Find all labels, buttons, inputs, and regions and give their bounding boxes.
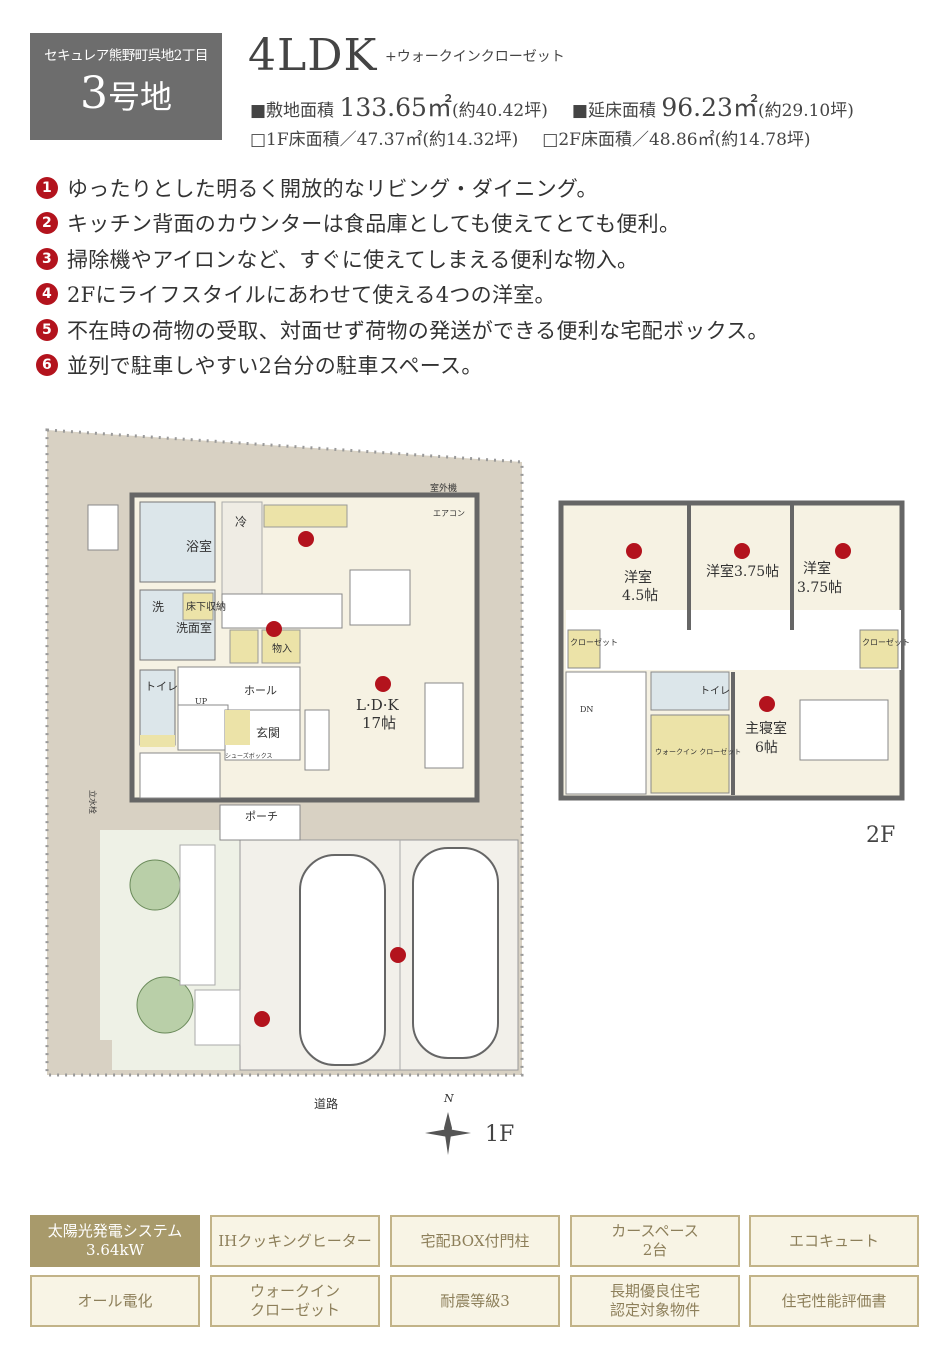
stairs-up-label: UP bbox=[195, 697, 208, 706]
compass-icon: N bbox=[425, 1092, 471, 1155]
room2-label: 洋室3.75帖 bbox=[706, 563, 779, 580]
plan-extra: +ウォークインクローゼット bbox=[385, 49, 565, 65]
floor-label-2f: 2F bbox=[866, 823, 896, 848]
badge-car-space: カースペース 2台 bbox=[570, 1215, 740, 1267]
room1-label: 洋室 bbox=[624, 569, 652, 586]
washroom-label: 洗面室 bbox=[176, 620, 212, 635]
storage-label: 物入 bbox=[272, 642, 292, 655]
floor-plan-1f: 室外機 エアコン 冷 浴室 洗 床下収納 洗面室 物入 トイレ ホール UP シ… bbox=[45, 428, 524, 1155]
floor-plan-2f: 洋室 4.5帖 洋室3.75帖 洋室 3.75帖 クローゼット クローゼット ト… bbox=[558, 500, 910, 801]
badge-seismic: 耐震等級3 bbox=[390, 1275, 560, 1327]
floor-label-1f: 1F bbox=[485, 1122, 515, 1147]
closet-label: クローゼット bbox=[570, 637, 618, 647]
ldk-size: 17帖 bbox=[362, 714, 396, 732]
toilet-label-2f: トイレ bbox=[700, 686, 730, 697]
porch-label: ポーチ bbox=[245, 810, 278, 823]
feature-markers-2f bbox=[626, 543, 851, 712]
feature-markers-1f bbox=[254, 531, 406, 1027]
badge-all-electric: オール電化 bbox=[30, 1275, 200, 1327]
outdoor-unit-label: 室外機 bbox=[430, 482, 457, 494]
svg-text:N: N bbox=[443, 1092, 454, 1105]
ldk-label: L·D·K bbox=[356, 696, 400, 714]
plan-type: 4LDK bbox=[248, 30, 378, 81]
wic-label: ウォークイン クローゼット bbox=[655, 747, 741, 756]
underfloor-storage-label: 床下収納 bbox=[186, 600, 226, 613]
room3-size: 3.75帖 bbox=[797, 580, 842, 596]
washer-label: 洗 bbox=[152, 600, 164, 614]
entrance-label: 玄関 bbox=[256, 725, 280, 740]
development-name: セキュレア熊野町呉地2丁目 bbox=[44, 48, 208, 64]
road-label: 道路 bbox=[314, 1096, 338, 1111]
hall-label: ホール bbox=[244, 684, 277, 697]
lot-label: セキュレア熊野町呉地2丁目 3号地 bbox=[30, 33, 222, 140]
closet-label: クローゼット bbox=[862, 637, 910, 647]
faucet-label: 立水栓 bbox=[88, 790, 98, 814]
toilet-label: トイレ bbox=[145, 680, 178, 693]
master-bedroom-size: 6帖 bbox=[755, 740, 778, 756]
floor-areas: □1F床面積／47.37㎡(約14.32坪)□2F床面積／48.86㎡(約14.… bbox=[250, 130, 811, 150]
badge-performance: 住宅性能評価書 bbox=[749, 1275, 919, 1327]
shoebox-label: シューズボックス bbox=[225, 752, 273, 760]
badge-solar: 太陽光発電システム 3.64kW bbox=[30, 1215, 200, 1267]
badge-wic: ウォークイン クローゼット bbox=[210, 1275, 380, 1327]
badge-long-term: 長期優良住宅 認定対象物件 bbox=[570, 1275, 740, 1327]
area-summary: ■敷地面積 133.65㎡(約40.42坪)■延床面積 96.23㎡(約29.1… bbox=[250, 93, 854, 122]
room3-label: 洋室 bbox=[803, 560, 831, 577]
aircon-label: エアコン bbox=[433, 509, 465, 518]
badge-delivery-box: 宅配BOX付門柱 bbox=[390, 1215, 560, 1267]
bath-label: 浴室 bbox=[186, 539, 212, 555]
lot-number: 3号地 bbox=[79, 68, 172, 119]
badge-ih: IHクッキングヒーター bbox=[210, 1215, 380, 1267]
fridge-label: 冷 bbox=[235, 515, 247, 529]
master-bedroom-label: 主寝室 bbox=[745, 720, 787, 737]
badge-ecocute: エコキュート bbox=[749, 1215, 919, 1267]
room1-size: 4.5帖 bbox=[622, 588, 658, 604]
stairs-down-label: DN bbox=[580, 705, 593, 714]
